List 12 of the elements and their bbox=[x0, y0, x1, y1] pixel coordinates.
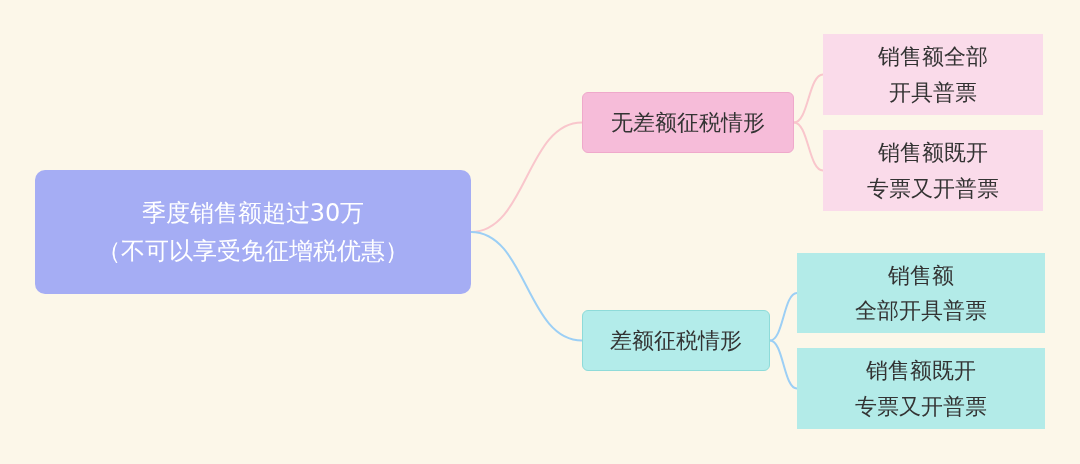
leaf-topic-box: 销售额既开专票又开普票 bbox=[797, 348, 1045, 429]
leaf-topic-box: 销售额全部开具普票 bbox=[823, 34, 1043, 115]
connector-curve bbox=[793, 121, 824, 172]
connector-curve bbox=[793, 73, 824, 124]
branch-topic-box: 无差额征税情形 bbox=[582, 92, 794, 153]
connector-curve bbox=[470, 231, 583, 342]
leaf-topic-box: 销售额全部开具普票 bbox=[797, 253, 1045, 333]
connector-curve bbox=[769, 339, 798, 390]
leaf-topic-box: 销售额既开专票又开普票 bbox=[823, 130, 1043, 211]
branch-topic-box: 差额征税情形 bbox=[582, 310, 770, 371]
connector-curve bbox=[769, 292, 798, 342]
root-topic-box: 季度销售额超过30万（不可以享受免征增税优惠） bbox=[35, 170, 471, 294]
